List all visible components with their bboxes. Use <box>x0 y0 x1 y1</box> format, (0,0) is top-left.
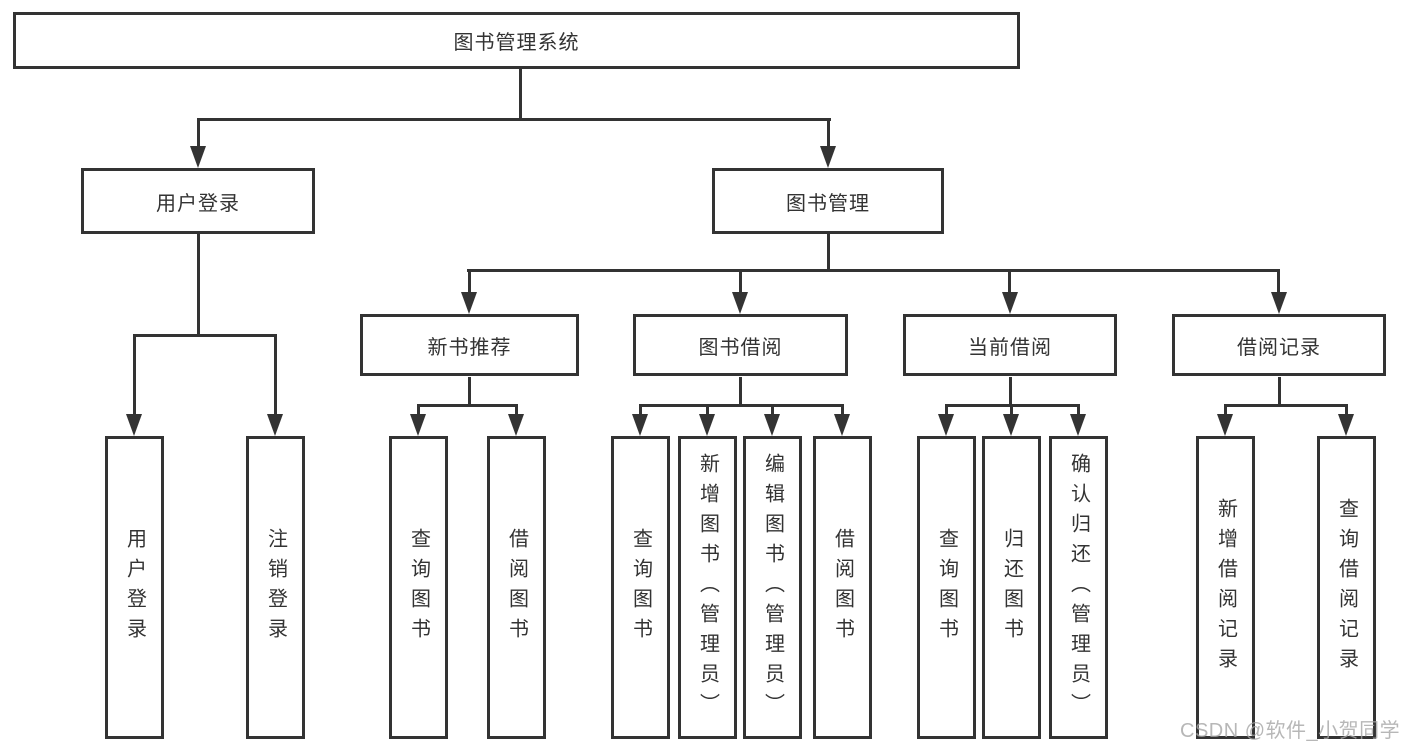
csdn-watermark: CSDN @软件_小贺同学 <box>1180 720 1401 742</box>
arrow-down-icon <box>1338 414 1354 436</box>
leaf-borrow-book: 借阅图书 <box>813 436 872 739</box>
node-user-login-label: 用户登录 <box>156 192 240 215</box>
node-user-login: 用户登录 <box>81 168 315 234</box>
leaf-logout-label: 注销登录 <box>264 527 287 648</box>
arrow-down-icon <box>938 414 954 436</box>
connector-line <box>841 404 844 416</box>
arrow-down-icon <box>632 414 648 436</box>
arrow-down-icon <box>1003 414 1019 436</box>
connector-line <box>274 334 277 416</box>
connector-line <box>827 234 830 272</box>
node-book-borrow-label: 图书借阅 <box>698 336 783 359</box>
leaf-borrow-book-recommend-label: 借阅图书 <box>505 527 528 648</box>
connector-line <box>1277 269 1280 294</box>
node-root: 图书管理系统 <box>13 12 1020 69</box>
connector-line <box>1345 404 1348 416</box>
connector-line <box>1077 404 1080 416</box>
connector-line <box>417 404 518 407</box>
arrow-down-icon <box>190 146 206 168</box>
node-current-borrow-label: 当前借阅 <box>968 336 1052 359</box>
leaf-logout: 注销登录 <box>246 436 305 739</box>
connector-line <box>468 377 471 407</box>
leaf-confirm-return-admin-label: 确认归还（管理员） <box>1067 452 1090 723</box>
leaf-query-book-current: 查询图书 <box>917 436 976 739</box>
connector-line <box>467 269 1280 272</box>
leaf-borrow-book-recommend: 借阅图书 <box>487 436 546 739</box>
connector-line <box>1008 269 1011 294</box>
leaf-add-book-admin-label: 新增图书（管理员） <box>696 452 719 723</box>
connector-line <box>1010 404 1013 416</box>
leaf-add-borrow-record: 新增借阅记录 <box>1196 436 1255 739</box>
connector-line <box>827 118 830 148</box>
arrow-down-icon <box>764 414 780 436</box>
connector-line <box>739 269 742 294</box>
leaf-query-book-borrow-label: 查询图书 <box>629 527 652 648</box>
node-new-book-recommend: 新书推荐 <box>360 314 579 376</box>
connector-line <box>945 404 948 416</box>
leaf-return-book-label: 归还图书 <box>1000 527 1023 648</box>
arrow-down-icon <box>410 414 426 436</box>
connector-line <box>1224 404 1348 407</box>
connector-line <box>133 334 277 337</box>
leaf-query-book-current-label: 查询图书 <box>935 527 958 648</box>
connector-line <box>197 118 831 121</box>
arrow-down-icon <box>1217 414 1233 436</box>
connector-line <box>1224 404 1227 416</box>
node-root-label: 图书管理系统 <box>453 32 580 54</box>
connector-line <box>639 404 642 416</box>
leaf-query-book-recommend: 查询图书 <box>389 436 448 739</box>
leaf-user-login: 用户登录 <box>105 436 164 739</box>
arrow-down-icon <box>461 292 477 314</box>
connector-line <box>739 377 742 407</box>
arrow-down-icon <box>732 292 748 314</box>
node-borrow-records-label: 借阅记录 <box>1237 336 1321 359</box>
connector-line <box>519 69 522 118</box>
leaf-confirm-return-admin: 确认归还（管理员） <box>1049 436 1108 739</box>
connector-line <box>133 334 136 416</box>
arrow-down-icon <box>820 146 836 168</box>
leaf-user-login-label: 用户登录 <box>123 527 146 648</box>
node-new-book-recommend-label: 新书推荐 <box>427 336 512 359</box>
connector-line <box>639 404 844 407</box>
arrow-down-icon <box>126 414 142 436</box>
connector-line <box>1278 377 1281 407</box>
node-current-borrow: 当前借阅 <box>903 314 1117 376</box>
connector-line <box>1009 377 1012 407</box>
arrow-down-icon <box>1070 414 1086 436</box>
arrow-down-icon <box>834 414 850 436</box>
leaf-query-borrow-record-label: 查询借阅记录 <box>1335 497 1358 678</box>
leaf-edit-book-admin: 编辑图书（管理员） <box>743 436 802 739</box>
arrow-down-icon <box>508 414 524 436</box>
arrow-down-icon <box>1271 292 1287 314</box>
leaf-add-book-admin: 新增图书（管理员） <box>678 436 737 739</box>
leaf-borrow-book-label: 借阅图书 <box>831 527 854 648</box>
connector-line <box>197 234 200 337</box>
leaf-add-borrow-record-label: 新增借阅记录 <box>1214 497 1237 678</box>
leaf-query-book-recommend-label: 查询图书 <box>407 527 430 648</box>
leaf-edit-book-admin-label: 编辑图书（管理员） <box>761 452 784 723</box>
node-book-borrow: 图书借阅 <box>633 314 848 376</box>
node-book-management-label: 图书管理 <box>786 192 870 215</box>
node-book-management: 图书管理 <box>712 168 944 234</box>
connector-line <box>706 404 709 416</box>
arrow-down-icon <box>1002 292 1018 314</box>
connector-line <box>417 404 420 416</box>
arrow-down-icon <box>699 414 715 436</box>
connector-line <box>468 269 471 294</box>
leaf-query-book-borrow: 查询图书 <box>611 436 670 739</box>
connector-line <box>515 404 518 416</box>
leaf-query-borrow-record: 查询借阅记录 <box>1317 436 1376 739</box>
node-borrow-records: 借阅记录 <box>1172 314 1386 376</box>
leaf-return-book: 归还图书 <box>982 436 1041 739</box>
arrow-down-icon <box>267 414 283 436</box>
connector-line <box>771 404 774 416</box>
connector-line <box>197 118 200 148</box>
